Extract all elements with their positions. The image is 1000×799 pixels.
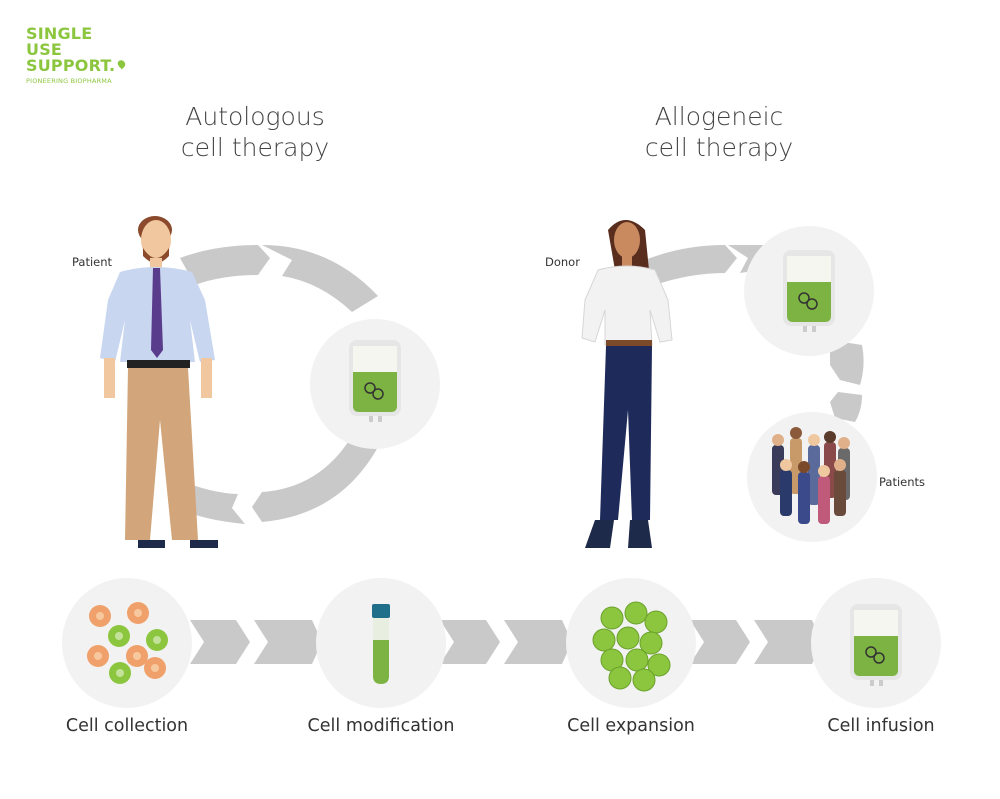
allogeneic-bag-circle [744,226,874,356]
green-cells-cluster-icon [592,601,671,692]
iv-bag-icon [850,604,902,686]
logo-line-1: SINGLE [26,24,93,43]
allo-arrow-top-left [640,245,737,285]
logo-tagline: PIONEERING BIOPHARMA [26,77,112,85]
step-label-cell-modification: Cell modification [307,716,455,736]
allo-arrow-right-mid [830,340,864,385]
process-arrow-2a [440,620,500,664]
allogeneic-title-line-2: cell therapy [644,133,794,162]
company-logo: SINGLE USE SUPPORT. PIONEERING BIOPHARMA [26,24,128,85]
allogeneic-title: Allogeneic cell therapy [614,101,824,163]
patient-label: Patient [72,255,113,269]
cycle-arrow-top-right [262,245,378,312]
allo-arrow-right-low [830,392,862,422]
process-arrow-3b [754,620,822,664]
step-cell-modification-circle [316,578,446,708]
autologous-bag-circle [310,319,440,449]
cycle-arrow-top-left [180,245,270,285]
step-label-cell-expansion: Cell expansion [567,716,695,736]
logo-line-3: SUPPORT. [26,56,116,75]
process-arrow-1b [254,620,322,664]
process-arrows [190,620,822,664]
donor-figure [581,220,673,548]
autologous-title: Autologous cell therapy [150,101,360,163]
process-arrow-3a [690,620,750,664]
mixed-cells-icon [87,602,168,684]
patient-figure [100,216,218,548]
patients-crowd-circle [747,412,877,542]
patients-label: Patients [879,475,926,489]
crowd-icon [772,427,850,524]
autologous-title-line-2: cell therapy [180,133,330,162]
step-label-cell-collection: Cell collection [65,716,189,736]
step-cell-expansion-circle [566,578,696,708]
process-arrow-2b [504,620,572,664]
test-tube-icon [372,604,390,684]
step-cell-collection-circle [62,578,192,708]
logo-line-2: USE [26,40,63,59]
donor-label: Donor [545,255,580,269]
process-arrow-1a [190,620,250,664]
step-label-cell-infusion: Cell infusion [827,716,935,736]
iv-bag-icon [783,250,835,332]
allogeneic-title-line-1: Allogeneic [654,102,784,131]
cycle-arrow-bottom-right [252,436,378,522]
iv-bag-icon [349,340,401,422]
step-cell-infusion-circle [811,578,941,708]
autologous-title-line-1: Autologous [185,102,325,131]
